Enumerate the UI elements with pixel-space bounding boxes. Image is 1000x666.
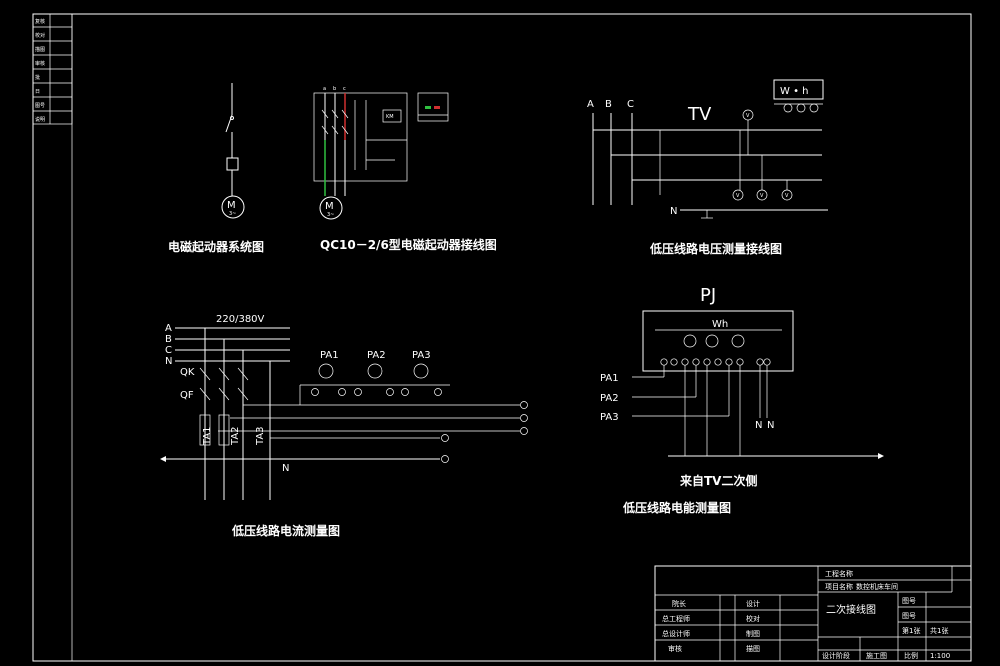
ta-label: TA3 (255, 426, 266, 446)
voltmeter-label: V (736, 193, 740, 199)
motor-icon (319, 196, 343, 220)
neutral-label: N (282, 463, 289, 474)
strip-label: 图号 (35, 103, 45, 109)
motor-label: M (325, 201, 334, 212)
title-right-label: 图号 (902, 612, 916, 620)
energy-measurement-diagram: PJ Wh PA1 PA2 PA3 N N 来自TV二次侧 低压线路电能测量图 (600, 285, 884, 515)
title-mid-row: 设计 (746, 599, 760, 608)
title-block: 工程名称 项目名称 数控机床车间 二次接线图 图号 图号 第1张 共1张 院长 … (654, 565, 972, 662)
watt-hour-meter-box (773, 79, 824, 100)
caption-energy-measurement: 低压线路电能测量图 (622, 500, 731, 515)
title-right-label: 第1张 (902, 626, 920, 635)
voltmeter-label: V (785, 193, 789, 199)
pa-label: PA2 (367, 350, 386, 361)
strip-label: 审核 (35, 60, 45, 67)
pa-label: PA1 (320, 350, 339, 361)
project-name-value: 数控机床车间 (856, 582, 898, 591)
caption-current-measurement: 低压线路电流测量图 (231, 523, 340, 538)
pa-label: PA2 (600, 393, 619, 404)
voltmeter-label: V (760, 193, 764, 199)
strip-label: 批 (35, 74, 40, 81)
tv-secondary-label: 来自TV二次侧 (679, 473, 757, 488)
title-left-row: 总工程师 (662, 614, 690, 623)
tv-label: TV (687, 104, 712, 125)
strip-label: 日 (35, 89, 40, 95)
current-transformer-icon (199, 414, 211, 446)
motor-sub-label: 3~ (229, 211, 236, 217)
title-mid-row: 制图 (746, 629, 760, 638)
phase-label: B (165, 334, 172, 345)
caption-voltage-measurement: 低压线路电压测量接线图 (649, 241, 782, 256)
km-label: KM (386, 114, 394, 120)
title-mid-row: 描图 (746, 644, 760, 653)
phase-label: c (343, 86, 346, 92)
motor-icon (221, 195, 245, 219)
title-bottom: 设计阶段 (822, 651, 850, 660)
phase-label: B (605, 99, 612, 110)
neutral-label: N (670, 206, 677, 217)
voltmeter-icon (732, 189, 744, 201)
phase-label: A (165, 323, 172, 334)
voltmeter-label: V (746, 113, 750, 119)
title-bottom: 施工图 (866, 651, 887, 660)
phase-label: a (323, 86, 326, 92)
voltmeter-icon (756, 189, 768, 201)
thermal-relay-icon (226, 157, 239, 171)
strip-label: 校对 (35, 32, 45, 39)
indicator-green (425, 106, 431, 109)
pj-label: PJ (700, 285, 716, 306)
ta-label: TA1 (202, 426, 213, 446)
ammeter-icon (413, 363, 429, 379)
voltmeter-icon (781, 189, 793, 201)
pa-label: PA3 (412, 350, 431, 361)
wh-label: Wh (712, 319, 728, 330)
motor-label: M (227, 200, 236, 211)
ta-label: TA2 (230, 426, 241, 446)
phase-label: C (165, 345, 172, 356)
km-coil-icon (382, 109, 402, 123)
voltage-label: 220/380V (216, 314, 265, 325)
title-bottom: 比例 (904, 651, 918, 660)
title-right-label: 图号 (902, 597, 916, 605)
title-right-label: 共1张 (930, 626, 948, 635)
current-measurement-diagram: 220/380V A B C N QK QF TA1 TA2 TA3 PA1 P… (160, 314, 528, 538)
phase-label: b (333, 86, 336, 92)
ammeter-icon (318, 363, 334, 379)
pa-label: PA3 (600, 412, 619, 423)
caption-qc10-wiring: QC10－2/6型电磁起动器接线图 (320, 237, 497, 252)
sheet-inner-border (71, 13, 972, 662)
sheet-border (32, 13, 972, 662)
strip-label: 说明 (35, 116, 45, 123)
phase-label: N (165, 356, 172, 367)
voltage-measurement-diagram: A B C TV W • h V V V V N 低压线路电压测量接线图 (587, 79, 828, 256)
title-left-row: 院长 (672, 599, 686, 608)
left-strip: 复核 校对 描图 审核 批 日 图号 说明 (32, 13, 73, 125)
project-name-label: 项目名称 (825, 582, 853, 591)
title-mid-row: 校对 (746, 614, 760, 623)
pa-label: PA1 (600, 373, 619, 384)
neutral-label: N (767, 420, 774, 431)
phase-label: A (587, 99, 594, 110)
caption-starter-system: 电磁起动器系统图 (168, 239, 264, 254)
watt-hour-meter-label: W • h (780, 86, 808, 97)
motor-sub-label: 3~ (327, 212, 334, 218)
energy-meter-box (642, 310, 794, 372)
neutral-label: N (755, 420, 762, 431)
indicator-red (434, 106, 440, 109)
drawing-name: 二次接线图 (826, 603, 876, 616)
project-top-label: 工程名称 (825, 569, 853, 578)
strip-label: 描图 (35, 46, 45, 53)
ammeter-icon (367, 363, 383, 379)
starter-system-diagram: M 3~ 电磁起动器系统图 (168, 83, 264, 254)
strip-label: 复核 (35, 18, 45, 25)
current-transformer-icon (218, 414, 230, 446)
qk-label: QK (180, 367, 195, 378)
title-left-row: 总设计师 (662, 629, 690, 638)
phase-label: C (627, 99, 634, 110)
title-bottom: 1:100 (930, 652, 950, 660)
qc10-wiring-diagram: a b c KM M 3~ QC10－2/6型电磁起动器接线图 (313, 86, 497, 252)
qf-label: QF (180, 390, 194, 401)
title-left-row: 审核 (668, 644, 682, 653)
